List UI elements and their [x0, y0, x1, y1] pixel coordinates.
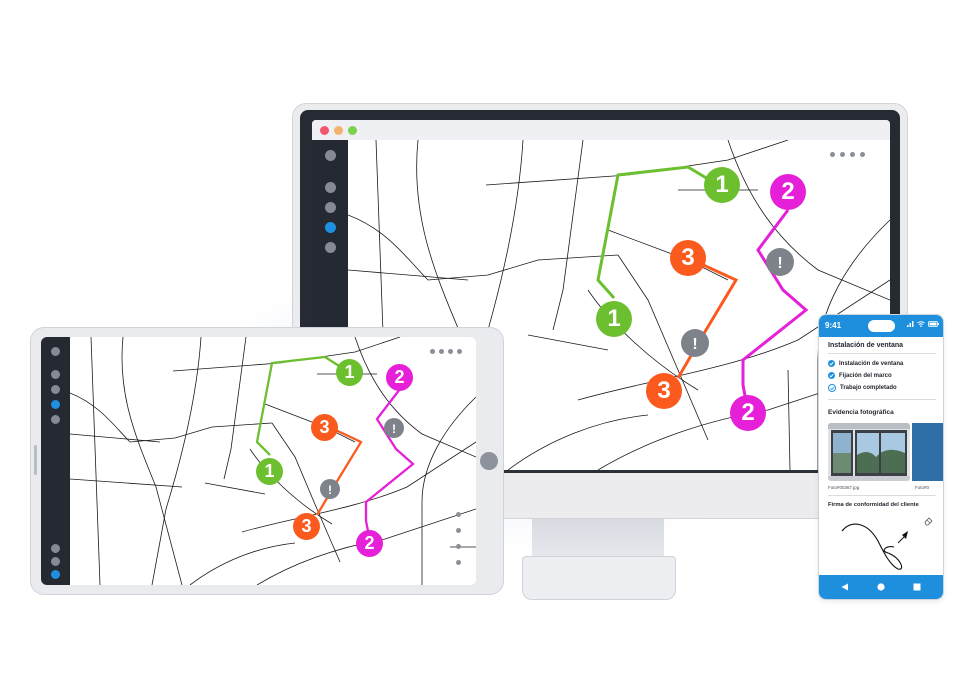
tablet-route-map[interactable]: ! ! 1 1 2 2 3 3 — [70, 337, 476, 585]
sidebar-item-1-icon[interactable] — [51, 370, 60, 379]
warning-icon-2[interactable]: ! — [384, 418, 404, 438]
route-2-marker-start[interactable]: 2 — [386, 364, 413, 391]
route-1-line — [255, 355, 348, 456]
route-1-marker-start[interactable]: 1 — [336, 359, 363, 386]
status-icons — [907, 321, 939, 327]
signal-icon — [907, 321, 914, 327]
sidebar-item-active-icon[interactable] — [51, 400, 60, 409]
menu-dot — [448, 349, 453, 354]
map-tools-menu[interactable] — [456, 512, 461, 565]
route-1-marker-end[interactable]: 1 — [596, 301, 632, 337]
phone-notch — [868, 320, 895, 332]
tool-dot — [456, 560, 461, 565]
task-title: Instalación de ventana — [828, 342, 904, 349]
close-window-icon[interactable] — [320, 126, 329, 135]
sidebar-item-1-icon[interactable] — [325, 182, 336, 193]
route-3-marker-end[interactable]: 3 — [646, 373, 682, 409]
svg-text:!: ! — [777, 255, 782, 272]
menu-dot — [860, 152, 865, 157]
menu-dot — [830, 152, 835, 157]
window-photo-image — [828, 423, 910, 481]
warning-icon-1[interactable]: ! — [681, 329, 709, 357]
status-time: 9:41 — [825, 321, 842, 330]
evidence-photo[interactable] — [828, 423, 910, 481]
monitor-chin — [300, 470, 900, 473]
route-3-marker-start[interactable]: 3 — [311, 414, 338, 441]
phone-nav-bar — [819, 575, 943, 599]
sidebar-bottom-2-icon[interactable] — [51, 557, 60, 566]
sidebar-menu-icon[interactable] — [51, 347, 60, 356]
route-1-line — [596, 165, 719, 299]
tablet-sidebar — [41, 337, 70, 585]
phone-device: 9:41 Instalación de ventana Instalación … — [818, 314, 944, 600]
warning-icon-2[interactable]: ! — [766, 248, 794, 276]
divider — [828, 399, 936, 400]
warning-icon-1[interactable]: ! — [320, 479, 340, 499]
maximize-window-icon[interactable] — [348, 126, 357, 135]
wifi-icon — [917, 321, 925, 327]
battery-icon — [928, 321, 939, 327]
phone-status-bar: 9:41 — [819, 315, 943, 337]
checklist-item[interactable]: Trabajo completado — [828, 384, 897, 392]
menu-dot — [430, 349, 435, 354]
route-2-marker-end[interactable]: 2 — [356, 530, 383, 557]
monitor-stand-base — [522, 556, 676, 600]
eraser-icon[interactable] — [923, 513, 933, 531]
route-2-marker-start[interactable]: 2 — [770, 174, 806, 210]
tablet-screen: ! ! 1 1 2 2 3 3 — [41, 337, 476, 585]
route-2-marker-end[interactable]: 2 — [730, 395, 766, 431]
checked-icon[interactable] — [828, 360, 835, 367]
sidebar-bottom-1-icon[interactable] — [51, 544, 60, 553]
sidebar-item-active-icon[interactable] — [325, 222, 336, 233]
checked-icon[interactable] — [828, 372, 835, 379]
photo-section-title: Evidencia fotográfica — [828, 409, 894, 416]
svg-text:!: ! — [692, 336, 697, 353]
signature-pad[interactable] — [828, 513, 936, 575]
back-triangle-icon[interactable] — [841, 583, 849, 591]
photo-caption: Foto#0 — [915, 485, 930, 490]
sidebar-item-2-icon[interactable] — [325, 202, 336, 213]
route-3-marker-end[interactable]: 3 — [293, 513, 320, 540]
tablet-side-button — [34, 445, 37, 475]
menu-dot — [850, 152, 855, 157]
checklist-item[interactable]: Instalación de ventana — [828, 360, 903, 367]
route-3-line — [676, 256, 739, 379]
menu-dot — [439, 349, 444, 354]
tool-dot — [456, 544, 461, 549]
photo-caption: Foto#00367.jpg — [828, 485, 860, 490]
route-2-line — [741, 209, 809, 413]
route-1-marker-end[interactable]: 1 — [256, 458, 283, 485]
tablet-map-svg: ! ! — [70, 337, 476, 585]
recent-square-icon[interactable] — [913, 583, 921, 591]
tool-dot — [456, 512, 461, 517]
unchecked-icon[interactable] — [828, 384, 836, 392]
menu-dot — [457, 349, 462, 354]
sidebar-menu-icon[interactable] — [325, 150, 336, 161]
map-options-menu[interactable] — [830, 152, 865, 157]
tablet-home-button[interactable] — [480, 452, 498, 470]
route-3-line — [316, 423, 363, 516]
evidence-photo-2[interactable] — [912, 423, 943, 481]
map-options-menu[interactable] — [430, 349, 462, 354]
sidebar-item-4-icon[interactable] — [325, 242, 336, 253]
signature-stroke — [841, 523, 908, 570]
browser-title-bar — [312, 120, 890, 141]
route-2-line — [364, 388, 415, 542]
route-3-marker-start[interactable]: 3 — [670, 240, 706, 276]
sidebar-item-2-icon[interactable] — [51, 385, 60, 394]
home-circle-icon[interactable] — [877, 583, 885, 591]
sidebar-bottom-active-icon[interactable] — [51, 570, 60, 579]
menu-dot — [840, 152, 845, 157]
svg-text:!: ! — [328, 483, 332, 497]
desktop-browser-window: ! ! 1 1 2 2 3 3 — [312, 120, 890, 470]
divider — [828, 495, 936, 496]
checklist-item[interactable]: Fijación del marco — [828, 372, 892, 379]
signature-section-title: Firma de conformidad del cliente — [828, 502, 919, 508]
sidebar-item-4-icon[interactable] — [51, 415, 60, 424]
minimize-window-icon[interactable] — [334, 126, 343, 135]
svg-text:!: ! — [392, 422, 396, 436]
route-1-marker-start[interactable]: 1 — [704, 167, 740, 203]
divider — [828, 353, 936, 354]
tool-dot — [456, 528, 461, 533]
